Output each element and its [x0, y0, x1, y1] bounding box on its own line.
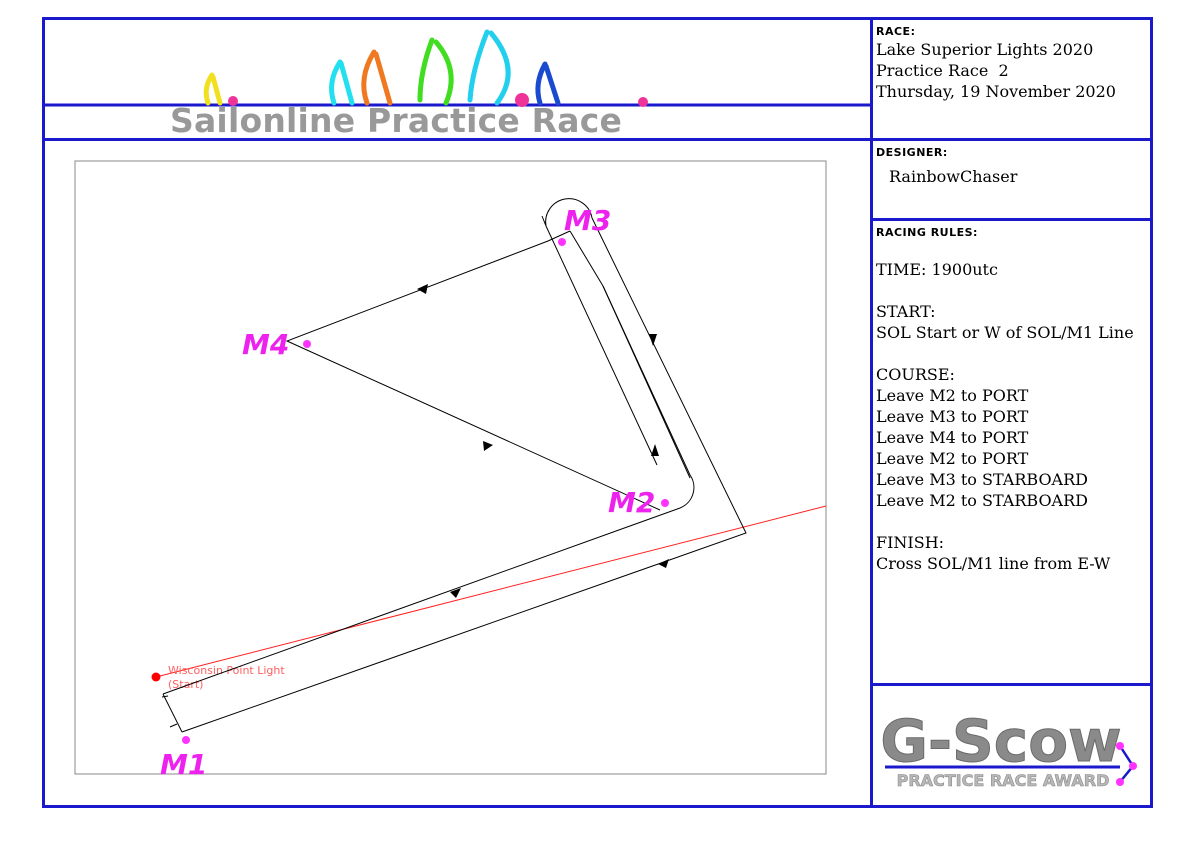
- course-track: [161, 198, 747, 733]
- rule-line: Leave M3 to STARBOARD: [876, 470, 1088, 489]
- race-label: RACE:: [876, 25, 916, 38]
- arrow-icon: [651, 444, 659, 456]
- sail-icon: [373, 51, 393, 106]
- course-leg: [602, 285, 691, 479]
- rule-line: Leave M2 to PORT: [876, 386, 1029, 405]
- rule-line: [876, 280, 1134, 301]
- course-leg: [602, 285, 695, 509]
- sail-icon: [467, 29, 490, 103]
- buoy-icon: [638, 97, 648, 107]
- rule-line: START:: [876, 302, 936, 321]
- sail-icon: [543, 63, 561, 106]
- start-label-sub: (Start): [168, 678, 203, 691]
- course-leg: [162, 693, 183, 733]
- course-leg: [181, 217, 747, 733]
- rules-label: RACING RULES:: [876, 226, 978, 239]
- marks: [182, 238, 669, 744]
- course-leg: [569, 230, 604, 287]
- sail-icon: [329, 59, 343, 106]
- course-leg: [545, 225, 658, 466]
- banner-graphic: [44, 29, 870, 107]
- rule-line: Cross SOL/M1 line from E-W: [876, 554, 1111, 573]
- sail-icon: [535, 61, 548, 106]
- map-border: [74, 160, 827, 775]
- arrow-icon: [450, 588, 461, 598]
- rule-line: Leave M2 to STARBOARD: [876, 491, 1088, 510]
- race-number: Practice Race 2: [876, 61, 1009, 80]
- banner-title: Sailonline Practice Race: [170, 101, 623, 140]
- rule-line: [876, 343, 1134, 364]
- rule-line: SOL Start or W of SOL/M1 Line: [876, 323, 1134, 342]
- race-name: Lake Superior Lights 2020: [876, 40, 1094, 59]
- rule-line: Leave M2 to PORT: [876, 449, 1029, 468]
- course-map: Wisconsin Point Light (Start) M1 M2 M3 M…: [74, 160, 827, 781]
- sail-icon: [210, 74, 223, 106]
- mark-label-m2: M2: [608, 486, 655, 519]
- sail-icon: [488, 30, 511, 106]
- sail-icons: [203, 29, 561, 106]
- start-label: Wisconsin Point Light: [168, 664, 285, 677]
- mark-m2-icon: [661, 499, 669, 507]
- course-leg: [285, 230, 661, 511]
- rule-line: FINISH:: [876, 533, 945, 552]
- rules-list: TIME: 1900utc START: SOL Start or W of S…: [876, 259, 1134, 574]
- mark-label-m1: M1: [160, 748, 207, 781]
- rule-line: [876, 511, 1134, 532]
- sail-icon: [338, 60, 355, 106]
- main-divider-vertical: [870, 17, 873, 808]
- mark-label-m3: M3: [564, 204, 611, 237]
- arrow-icon: [483, 441, 493, 451]
- sail-icon: [433, 39, 454, 106]
- rule-line: Leave M3 to PORT: [876, 407, 1029, 426]
- arrow-icon: [658, 559, 669, 568]
- arrow-icon: [649, 334, 657, 346]
- buoy-icon: [228, 96, 238, 106]
- mark-m4-icon: [303, 340, 311, 348]
- rule-line: Leave M4 to PORT: [876, 428, 1029, 447]
- course-leg: [541, 198, 593, 227]
- mark-m1-icon: [182, 736, 190, 744]
- course-arrows: [417, 284, 669, 598]
- page-frame: [42, 17, 1153, 808]
- sail-icon: [361, 49, 377, 106]
- arrow-icon: [417, 284, 428, 294]
- banner-divider: [42, 138, 1153, 141]
- award-divider: [870, 683, 1153, 686]
- start-line: [155, 505, 827, 678]
- designer-divider: [870, 218, 1153, 221]
- designer-label: DESIGNER:: [876, 146, 948, 159]
- race-date: Thursday, 19 November 2020: [876, 82, 1116, 101]
- mark-label-m4: M4: [242, 328, 289, 361]
- rule-line: COURSE:: [876, 365, 955, 384]
- course-leg: [162, 507, 681, 695]
- designer-name: RainbowChaser: [889, 167, 1018, 186]
- mark-m3-icon: [558, 238, 566, 246]
- rule-line: TIME: 1900utc: [876, 260, 998, 279]
- buoy-icon: [515, 93, 529, 107]
- course-tick: [161, 695, 178, 728]
- start-point-icon: [151, 672, 161, 682]
- sail-icon: [417, 37, 435, 103]
